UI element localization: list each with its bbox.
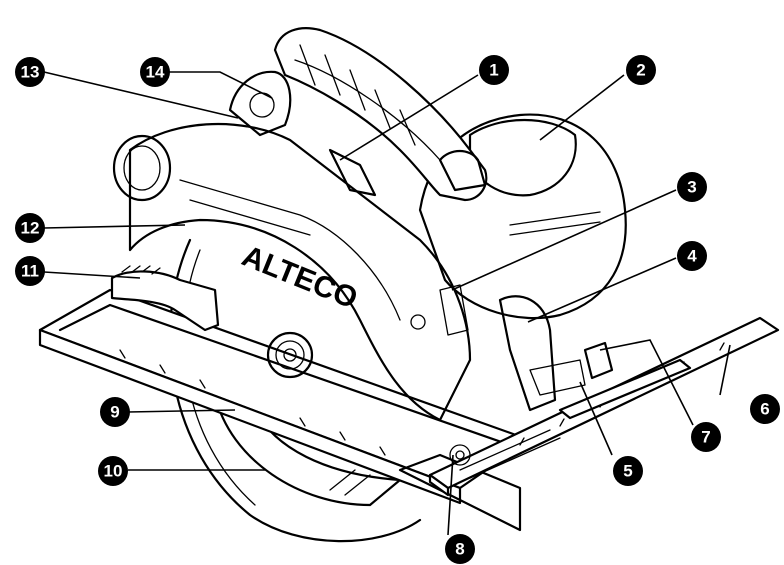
svg-text:8: 8 [455, 540, 464, 559]
callout-1: 1 [479, 55, 509, 85]
guard-lever [110, 265, 220, 332]
svg-text:6: 6 [760, 400, 769, 419]
callout-7: 7 [691, 422, 721, 452]
svg-text:10: 10 [104, 462, 123, 481]
auxiliary-knob [228, 70, 292, 137]
trigger-switch [328, 148, 377, 197]
leader-lines [43, 71, 731, 536]
svg-text:1: 1 [489, 61, 498, 80]
svg-text:3: 3 [687, 178, 696, 197]
callout-12: 12 [15, 213, 45, 243]
svg-text:2: 2 [636, 61, 645, 80]
lock-off-button [438, 149, 487, 192]
callout-4: 4 [677, 241, 707, 271]
callout-11: 11 [15, 256, 45, 286]
motor-housing [418, 113, 627, 320]
dust-port [112, 134, 172, 202]
svg-text:5: 5 [623, 462, 632, 481]
svg-text:4: 4 [687, 247, 697, 266]
saw-illustration [38, 27, 780, 543]
fence-lock-knob [583, 341, 614, 380]
callout-10: 10 [98, 456, 128, 486]
svg-text:9: 9 [110, 403, 119, 422]
bevel-bracket [498, 295, 557, 412]
lower-blade-guard [213, 393, 402, 507]
svg-text:7: 7 [701, 428, 710, 447]
callout-5: 5 [613, 456, 643, 486]
callout-3: 3 [677, 172, 707, 202]
svg-text:12: 12 [21, 219, 40, 238]
callout-2: 2 [626, 55, 656, 85]
main-handle [273, 27, 488, 202]
base-plate [38, 288, 532, 532]
blade-arbor-nut [266, 331, 314, 379]
svg-text:11: 11 [21, 262, 39, 281]
callout-6: 6 [750, 394, 780, 424]
callout-9: 9 [100, 397, 130, 427]
svg-text:13: 13 [21, 63, 40, 82]
svg-text:14: 14 [146, 63, 165, 82]
upper-blade-guard [128, 122, 472, 422]
callout-14: 14 [140, 57, 170, 87]
callout-8: 8 [445, 534, 475, 564]
callout-13: 13 [15, 57, 45, 87]
parallel-guide [428, 316, 780, 497]
